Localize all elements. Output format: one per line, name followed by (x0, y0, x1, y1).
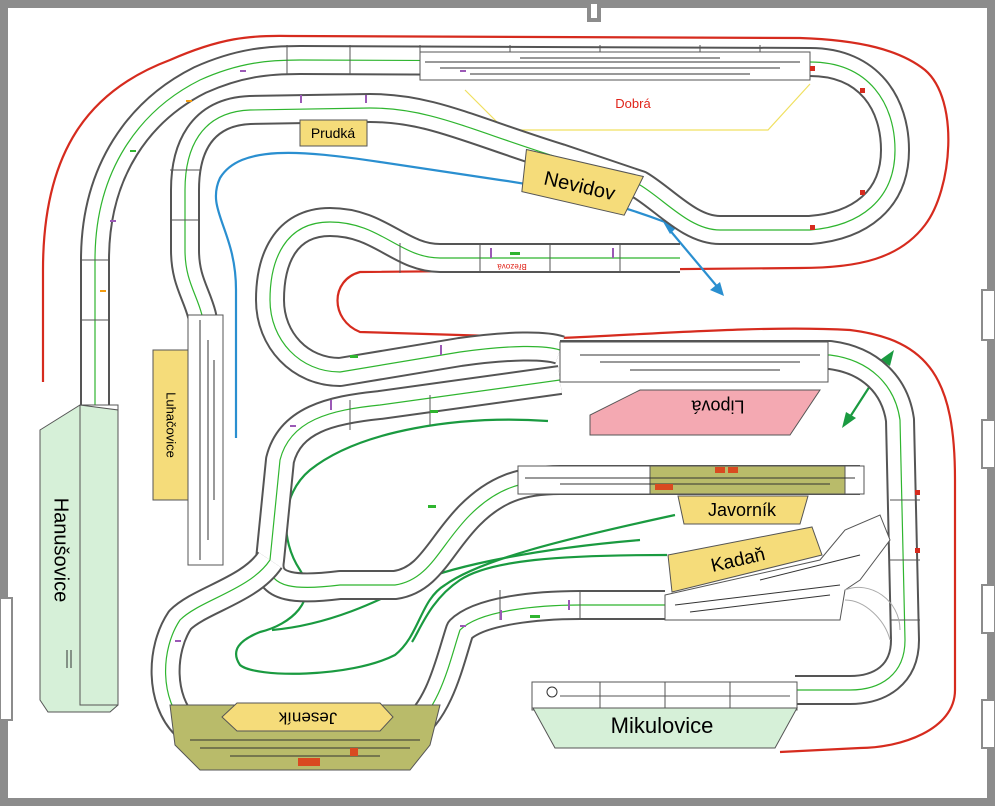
label-plate-nevidov (521, 148, 645, 216)
label-plate-lipova (589, 389, 821, 436)
dobra-outline (464, 83, 811, 131)
label-plate-hanusovice (39, 404, 119, 713)
station-label-mikulovice: Mikulovice (611, 713, 714, 738)
station-label-luhacovice: Luhačovice (164, 392, 179, 458)
station-label-hanusovice: Hanušovice (50, 498, 72, 603)
green-guide-inner-2 (411, 553, 668, 643)
station-label-brezova: Březová (497, 262, 527, 271)
label-plate-mikulovice (532, 707, 798, 749)
station-label-lipova: Lipová (690, 396, 744, 416)
label-plate-prudka (299, 119, 368, 147)
label-plate-luhacovice (152, 349, 189, 501)
label-plate-javornik (677, 495, 809, 525)
red-guide-outer (41, 34, 957, 754)
signal-markers (100, 66, 920, 642)
green-guide-inner-1 (235, 418, 676, 675)
station-label-prudka: Prudká (311, 125, 356, 141)
station-label-javornik: Javorník (708, 500, 777, 520)
label-plate-jesenik (221, 702, 394, 732)
station-labels: Prudká Dobrá Nevidov Březová Luhačovice … (39, 96, 823, 749)
double-arrow-blue (662, 220, 724, 296)
turntable-sketch (844, 586, 901, 641)
station-label-jesenik: Jeseník (278, 709, 337, 728)
label-plate-kadan (667, 526, 823, 593)
station-label-dobra: Dobrá (615, 96, 651, 111)
